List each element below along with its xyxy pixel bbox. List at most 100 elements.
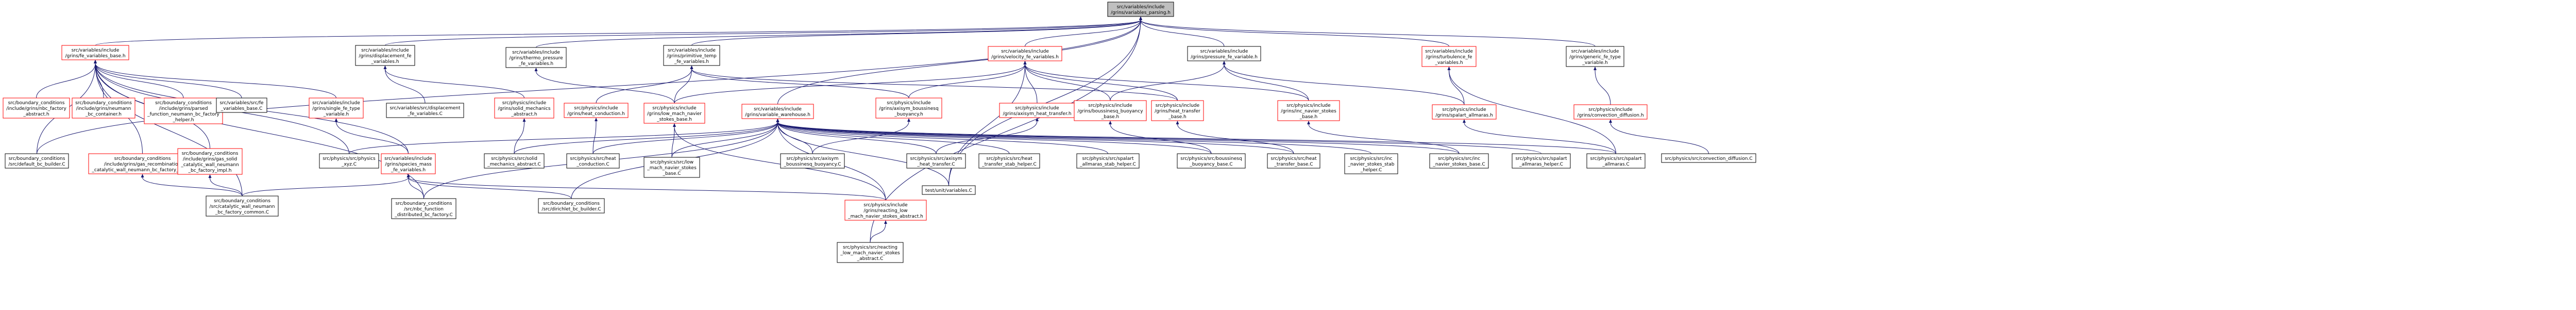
node-label-line: src/variables/src/displacement [389, 106, 460, 111]
node-label-line: _buoyancy_base.C [1189, 162, 1232, 167]
node-label-line: _variable.h [323, 112, 349, 117]
node-label-line: _heat_transfer.C [917, 162, 955, 167]
graph-node-test-vars[interactable]: test/unit/variables.C [922, 185, 976, 195]
graph-node-fe-vars[interactable]: src/variables/include/grins/fe_variables… [61, 45, 129, 60]
node-label-line: src/variables/include [512, 50, 560, 55]
graph-node-displacement[interactable]: src/variables/include/grins/displacement… [355, 45, 415, 66]
graph-node-bc-nbc-factory-c[interactable]: src/boundary_conditions/src/nbc_function… [391, 198, 456, 219]
graph-node-thermo-pressure[interactable]: src/variables/include/grins/thermo_press… [505, 47, 567, 68]
graph-node-heat-stab-c[interactable]: src/physics/src/heat_transfer_stab_helpe… [978, 153, 1040, 169]
graph-node-bc-parsed-function[interactable]: src/boundary_conditions/include/grins/pa… [144, 97, 223, 124]
dependency-edge [596, 69, 692, 104]
graph-node-inc-ns-c[interactable]: src/physics/src/inc_navier_stokes_base.C [1429, 153, 1489, 169]
graph-node-species-h[interactable]: src/variables/include/grins/species_mass… [381, 153, 436, 174]
node-label-line: src/variables/include [1117, 5, 1165, 10]
graph-node-bc-builder-c[interactable]: src/boundary_conditions/src/default_bc_b… [5, 153, 69, 169]
dependency-edge [1464, 122, 1616, 154]
node-label-line: _low_mach_navier_stokes [840, 251, 900, 256]
graph-node-pressure[interactable]: src/variables/include/grins/pressure_fe_… [1187, 46, 1261, 61]
node-box [144, 97, 223, 124]
node-label-line: src/physics/src/reacting [843, 245, 897, 250]
dependency-edge [1140, 20, 1449, 47]
graph-node-axi-heat-h[interactable]: src/physics/include/grins/axisym_heat_tr… [999, 103, 1075, 118]
graph-node-reacting-c[interactable]: src/physics/src/reacting_low_mach_navier… [837, 242, 904, 263]
graph-node-heat-cond-c[interactable]: src/physics/src/heat_conduction.C [566, 153, 620, 169]
graph-node-heat-cond-h[interactable]: src/physics/include/grins/heat_conductio… [564, 103, 629, 118]
graph-node-axi-heat-c[interactable]: src/physics/src/axisym_heat_transfer.C [906, 153, 966, 169]
graph-node-reacting-h[interactable]: src/physics/include/grins/reacting_low_m… [844, 200, 927, 221]
graph-node-bc-neumann-container[interactable]: src/boundary_conditions/include/grins/ne… [72, 97, 135, 119]
graph-node-var-warehouse[interactable]: src/variables/include/grins/variable_war… [741, 104, 814, 119]
graph-node-single-type[interactable]: src/variables/include/grins/single_fe_ty… [309, 97, 364, 119]
graph-node-fe-variables-base-c[interactable]: src/variables/src/fe_variables_base.C [216, 97, 267, 113]
graph-node-generic-type[interactable]: src/variables/include/grins/generic_fe_t… [1566, 46, 1624, 67]
node-label-line: src/boundary_conditions [155, 101, 212, 106]
node-label-line: /grins/thermo_pressure [509, 56, 563, 61]
node-label-line: src/variables/include [361, 48, 409, 53]
graph-node-bc-dirichlet-c[interactable]: src/boundary_conditions/src/dirichlet_bc… [538, 198, 605, 214]
graph-node-primitive-temp[interactable]: src/variables/include/grins/primitive_te… [663, 45, 720, 66]
node-label-line: src/physics/src/solid [491, 156, 537, 161]
graph-node-solid-mech[interactable]: src/physics/include/grins/solid_mechanic… [494, 97, 554, 119]
graph-node-bc-nbc-factory[interactable]: src/boundary_conditions/include/grins/nb… [3, 97, 70, 119]
graph-node-bouss-c[interactable]: src/physics/src/boussinesq_buoyancy_base… [1177, 153, 1246, 169]
graph-node-axi-bouss-h[interactable]: src/physics/include/grins/axisym_boussin… [875, 97, 942, 119]
graph-node-solid-mech-c[interactable]: src/physics/src/solid_mechanics_abstract… [484, 153, 545, 169]
dependency-edge [408, 177, 572, 199]
graph-node-bc-gas-solid[interactable]: src/boundary_conditions/include/grins/ga… [177, 148, 243, 175]
dependency-edge [777, 122, 1616, 154]
graph-node-axi-bouss-c[interactable]: src/physics/src/axisym_boussinesq_buoyan… [780, 153, 845, 169]
node-label-line: _variables.h [370, 59, 399, 64]
graph-node-conv-diff-h[interactable]: src/physics/include/grins/convection_dif… [1573, 104, 1648, 120]
dependency-edge [592, 121, 597, 154]
graph-node-spalart-c[interactable]: src/physics/src/spalart_allmaras.C [1586, 153, 1646, 169]
graph-node-turbulence[interactable]: src/variables/include/grins/turbulence_f… [1421, 46, 1477, 67]
edge-arrowhead [1176, 121, 1179, 124]
node-label-line: /include/grins/neumann [76, 106, 131, 111]
node-label-line: _boussinesq_buoyancy.C [783, 162, 841, 167]
graph-node-conv-diff-c[interactable]: src/physics/src/convection_diffusion.C [1661, 153, 1756, 163]
graph-node-heat-transfer-h[interactable]: src/physics/include/grins/heat_transfer_… [1151, 100, 1204, 121]
graph-node-inc-ns-h[interactable]: src/physics/include/grins/inc_navier_sto… [1277, 100, 1340, 121]
graph-node-spalart-stab-c[interactable]: src/physics/src/spalart_allmaras_stab_he… [1076, 153, 1140, 169]
node-label-line: _catalytic_wall_neumann_bc_factory_impl.… [91, 168, 193, 173]
dependency-edge [210, 177, 243, 197]
graph-node-root[interactable]: src/variables/include/grins/variables_pa… [1107, 2, 1174, 17]
graph-node-low-mach[interactable]: src/physics/include/grins/low_mach_navie… [643, 103, 705, 124]
node-label-line: /grins/axisym_heat_transfer.h [1003, 111, 1071, 117]
node-label-line: /grins/pressure_fe_variable.h [1191, 55, 1258, 60]
node-label-line: /grins/velocity_fe_variables.h [991, 55, 1059, 60]
graph-node-velocity[interactable]: src/variables/include/grins/velocity_fe_… [988, 46, 1062, 61]
node-box [1277, 100, 1340, 121]
node-label-line: _transfer_stab_helper.C [981, 162, 1037, 167]
node-box [643, 157, 700, 178]
dependency-edge [36, 63, 96, 99]
node-label-line: src/boundary_conditions [182, 151, 239, 156]
node-label-line: src/physics/src/inc [1350, 156, 1392, 161]
graph-node-spalart-h[interactable]: src/physics/include/grins/spalart_allmar… [1432, 104, 1497, 120]
graph-node-spalart-helper-c[interactable]: src/physics/src/spalart_allmaras_helper.… [1512, 153, 1571, 169]
graph-node-elastic-c[interactable]: src/physics/src/physics_xyz.C [319, 153, 379, 169]
graph-node-disp-c[interactable]: src/variables/src/displacement_fe_variab… [386, 103, 464, 118]
node-label-line: /grins/inc_navier_stokes [1281, 109, 1336, 114]
graph-node-heat-transfer-c[interactable]: src/physics/src/heat_transfer_base.C [1267, 153, 1320, 169]
graph-node-inc-ns-stab-c[interactable]: src/physics/src/inc_navier_stokes_stab_h… [1344, 153, 1398, 174]
edge-arrowhead [1109, 121, 1112, 124]
node-label-line: src/physics/include [574, 106, 618, 111]
node-box [1586, 153, 1646, 169]
graph-node-low-mach-c[interactable]: src/physics/src/low_mach_navier_stokes_b… [643, 157, 700, 178]
node-label-line: /grins/single_fe_type [312, 106, 360, 111]
node-label-line: /grins/species_mass [385, 162, 431, 167]
node-label-line: src/physics/include [502, 101, 547, 106]
graph-node-bc-catalytic-c[interactable]: src/boundary_conditions/src/catalytic_wa… [206, 195, 279, 217]
node-label-line: src/variables/include [1425, 49, 1473, 54]
node-box [61, 45, 129, 60]
node-box [1432, 104, 1497, 120]
node-label-line: src/physics/src/physics [323, 156, 376, 161]
graph-node-bouss-h[interactable]: src/physics/include/grins/boussinesq_buo… [1074, 100, 1147, 121]
edge-arrowhead [1036, 118, 1039, 121]
node-label-line: /grins/solid_mechanics [498, 106, 550, 111]
node-label-line: /include/grins/gas_solid [183, 157, 237, 162]
node-label-line: test/unit/variables.C [925, 188, 972, 193]
dependency-edge [536, 71, 675, 104]
